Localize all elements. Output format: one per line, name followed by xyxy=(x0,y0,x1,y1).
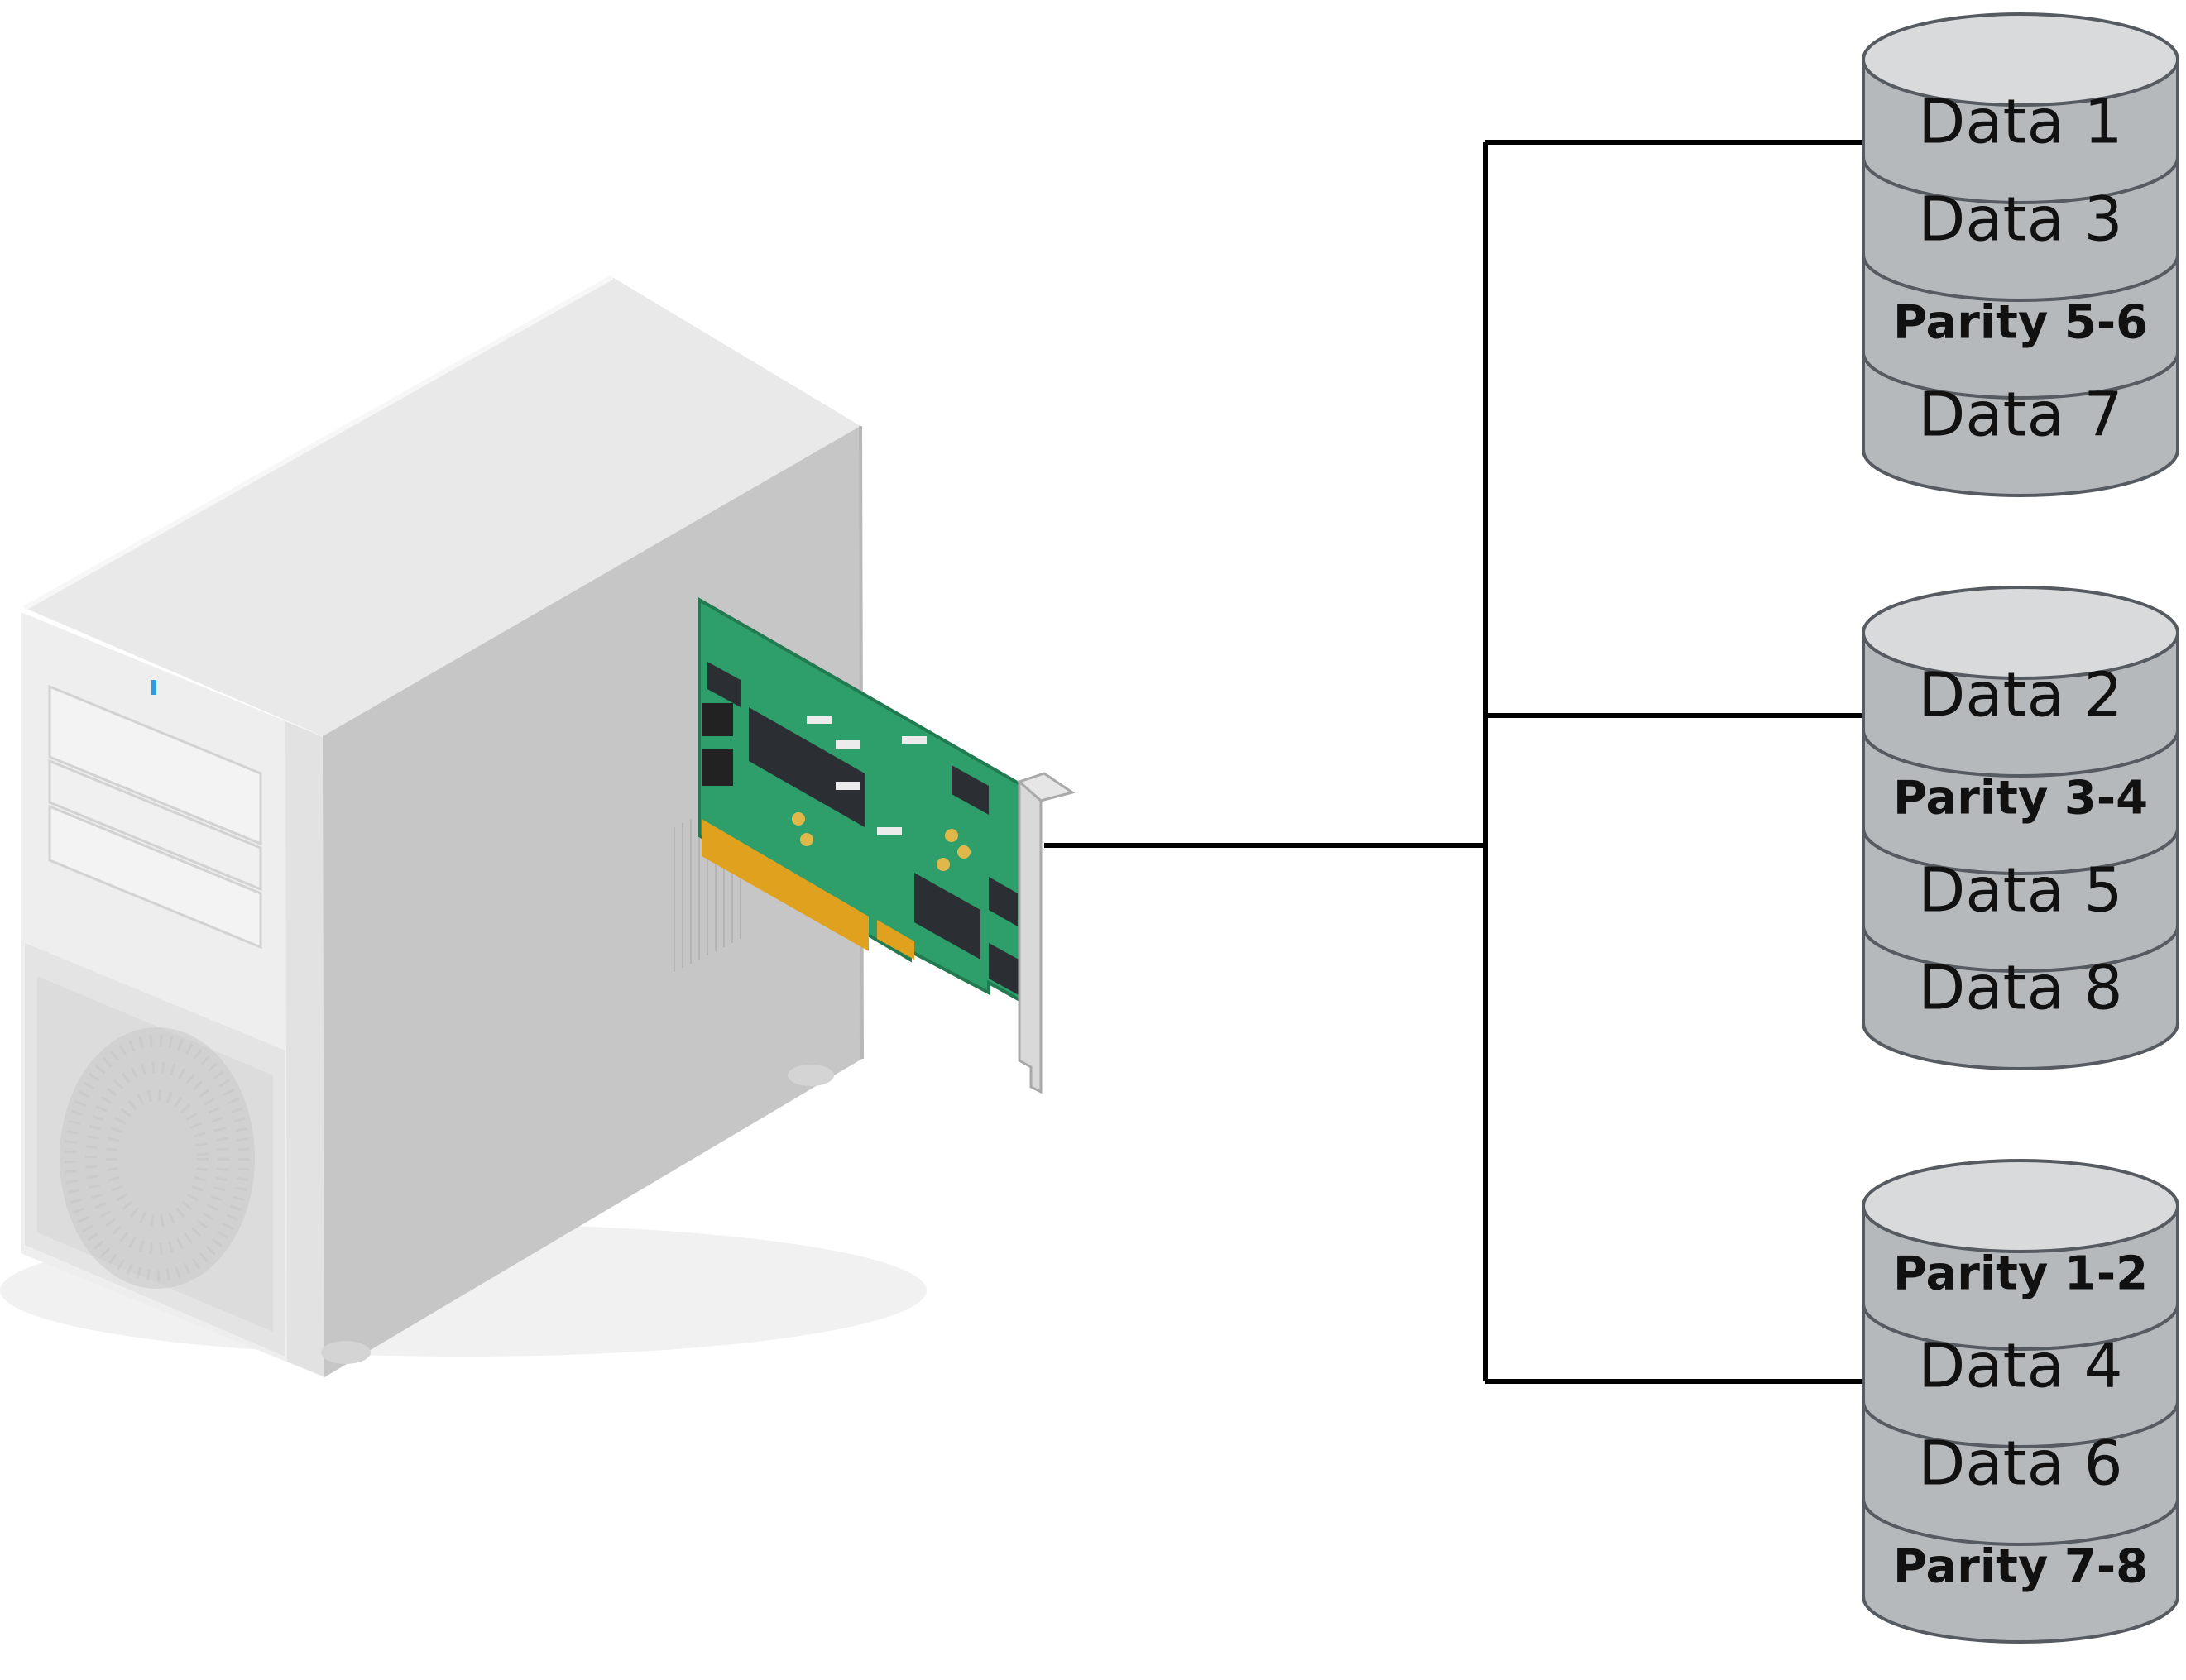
disk-stripe-separator xyxy=(1862,254,2179,302)
data-stripe-label: Data 6 xyxy=(1918,1429,2122,1500)
disk-stripe-separator xyxy=(1862,925,2179,973)
expansion-card-icon xyxy=(698,596,1076,1094)
disk-body xyxy=(1862,1204,2179,1644)
data-stripe-label: Data 4 xyxy=(1918,1331,2122,1402)
disk-stripe-separator xyxy=(1862,1498,2179,1546)
disk-stripe-separator xyxy=(1862,156,2179,204)
parity-stripe-label: Parity 1-2 xyxy=(1893,1247,2148,1301)
disk-stripe-separator xyxy=(1862,1400,2179,1448)
data-stripe-label: Data 1 xyxy=(1918,87,2122,158)
disk-stripe-separator xyxy=(1862,352,2179,400)
parity-stripe-label: Parity 3-4 xyxy=(1893,772,2148,826)
data-stripe-label: Data 7 xyxy=(1918,380,2122,451)
data-stripe-label: Data 5 xyxy=(1918,855,2122,926)
disk-stripe-separator xyxy=(1862,827,2179,875)
desktop-tower-icon xyxy=(0,275,927,1377)
disk-stripe-separator xyxy=(1862,730,2179,778)
disk-body xyxy=(1862,631,2179,1070)
vent-mesh xyxy=(60,1027,255,1289)
disk-stripe-separator xyxy=(1862,1303,2179,1351)
disk-top xyxy=(1862,1159,2179,1253)
disk-top xyxy=(1862,586,2179,680)
parity-stripe-label: Parity 5-6 xyxy=(1893,296,2148,350)
data-stripe-label: Data 3 xyxy=(1918,184,2122,256)
connector-lines xyxy=(1044,140,1863,1384)
data-stripe-label: Data 2 xyxy=(1918,660,2122,731)
disk-body xyxy=(1862,58,2179,497)
parity-stripe-label: Parity 7-8 xyxy=(1893,1540,2148,1594)
disk-top xyxy=(1862,12,2179,107)
data-stripe-label: Data 8 xyxy=(1918,953,2122,1024)
